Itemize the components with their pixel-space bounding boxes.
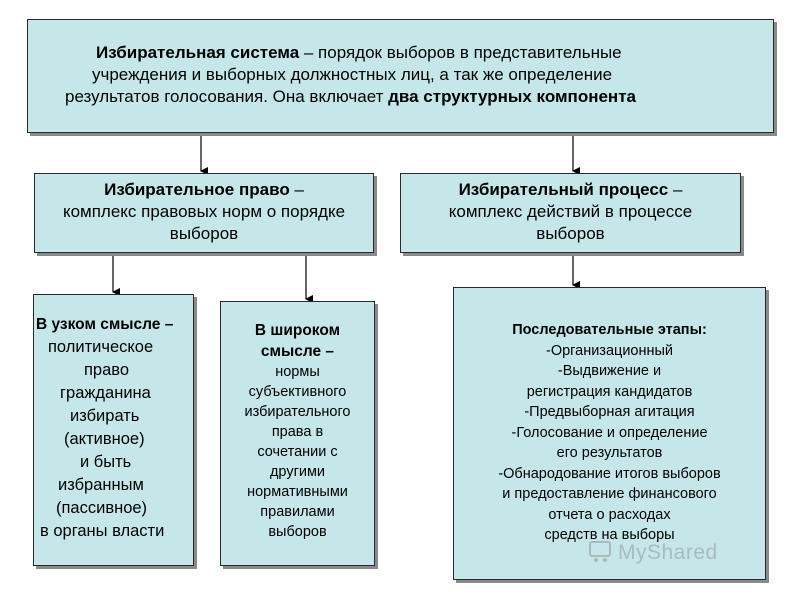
electoral-right-title: Избирательное право – — [35, 179, 373, 201]
stage-line: отчета о расходах — [548, 506, 671, 523]
electoral-process-term: Избирательный процесс — [458, 180, 669, 199]
broad-sense-title-2: смысле – — [221, 341, 374, 362]
electoral-right-line-3: выборов — [169, 224, 239, 243]
watermark-text: MyShared — [618, 541, 718, 564]
narrow-line: (пассивное) — [56, 499, 148, 517]
stage-line: -Выдвижение и — [557, 363, 662, 379]
two-components-term: два структурных компонента — [388, 87, 636, 106]
narrow-line: право — [84, 361, 130, 379]
top-line-2: учреждения и выборных должностных лиц, а… — [92, 65, 613, 84]
stage-line: его результатов — [556, 445, 663, 461]
broad-line: права в — [271, 424, 324, 440]
electoral-right-term: Избирательное право — [104, 180, 290, 199]
electoral-system-term: Избирательная система — [96, 43, 300, 62]
myshared-watermark: MyShared — [588, 538, 718, 565]
stages-title: Последовательные этапы: — [454, 320, 765, 341]
narrow-sense-box: В узком смысле – политическое право граж… — [33, 294, 194, 566]
broad-sense-term-2: смысле – — [260, 343, 335, 360]
electoral-process-line-3: выборов — [536, 224, 605, 243]
broad-line: сочетании с — [257, 444, 338, 460]
broad-sense-term-1: В широком — [254, 322, 341, 339]
narrow-sense-title: В узком смысле – — [36, 313, 195, 336]
stage-line: -Обнародование итогов выборов — [498, 465, 721, 482]
broad-sense-title-1: В широком — [221, 320, 374, 341]
narrow-line: избранным — [58, 476, 144, 494]
electoral-right-line-2: комплекс правовых норм о порядке — [62, 202, 346, 221]
stages-box: Последовательные этапы: -Организационный… — [453, 287, 766, 580]
broad-line: избирательного — [244, 404, 351, 420]
stage-line: -Голосование и определение — [511, 424, 708, 441]
stages-term: Последовательные этапы: — [512, 322, 707, 338]
electoral-right-box: Избирательное право – комплекс правовых … — [34, 173, 374, 253]
narrow-sense-term: В узком смысле – — [36, 316, 174, 333]
narrow-line: политическое — [48, 338, 154, 356]
broad-line: выборов — [268, 524, 327, 540]
electoral-process-box: Избирательный процесс – комплекс действи… — [400, 173, 741, 253]
narrow-line: (активное) — [64, 430, 145, 448]
electoral-process-dash: – — [668, 180, 683, 199]
stage-line: и предоставление финансового — [502, 486, 717, 502]
narrow-line: и быть — [80, 453, 132, 471]
broad-line: другими — [269, 464, 326, 480]
broad-line: правилами — [260, 504, 335, 520]
cart-logo-icon — [589, 541, 611, 562]
top-line-1: Избирательная система – порядок выборов … — [96, 42, 800, 64]
broad-line: субъективного — [248, 384, 347, 400]
broad-line: нормы — [275, 364, 320, 380]
electoral-process-line-2: комплекс действий в процессе — [448, 202, 693, 221]
narrow-line: избирать — [70, 407, 140, 425]
stage-line: -Организационный — [545, 342, 674, 359]
top-line-3: результатов голосования. Она включает дв… — [65, 86, 800, 108]
broad-sense-box: В широком смысле – нормы субъективного и… — [220, 301, 375, 566]
electoral-system-box: Избирательная система – порядок выборов … — [27, 19, 774, 133]
broad-line: нормативными — [247, 484, 348, 500]
electoral-right-dash: – — [289, 180, 304, 199]
stage-line: -Предвыборная агитация — [524, 404, 695, 420]
stage-line: средств на выборы — [544, 527, 675, 543]
electoral-process-title: Избирательный процесс – — [401, 179, 740, 201]
narrow-line: в органы власти — [40, 522, 165, 540]
top-line-3-text: результатов голосования. Она включает — [65, 87, 389, 106]
top-line-1-text: – порядок выборов в представительные — [299, 43, 622, 62]
narrow-line: гражданина — [60, 384, 151, 402]
stage-line: регистрация кандидатов — [526, 383, 693, 400]
